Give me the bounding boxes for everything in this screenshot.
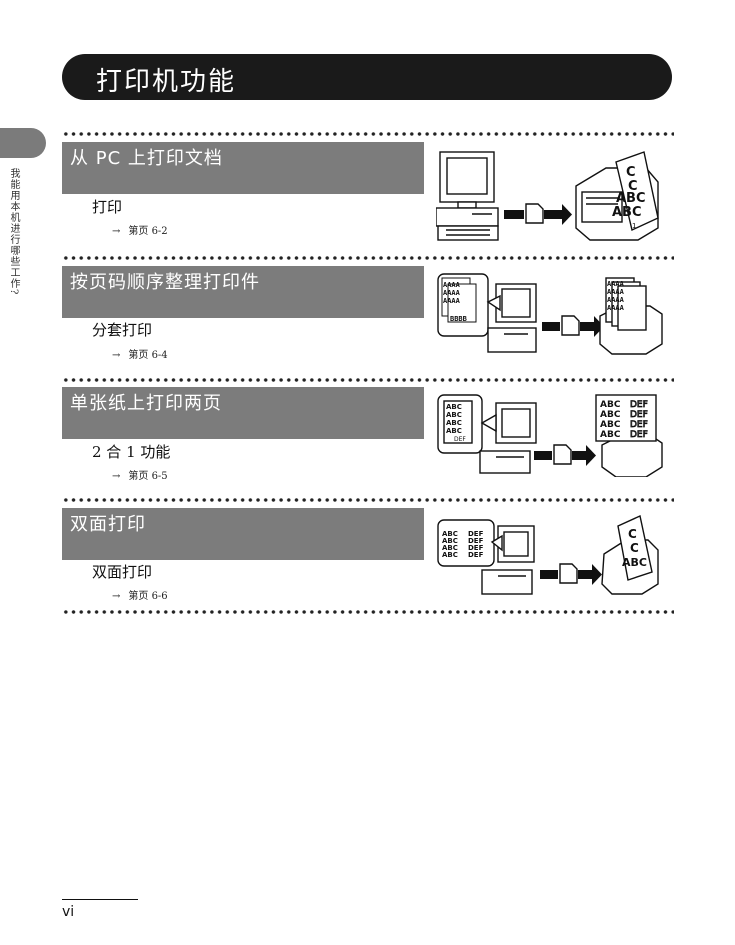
feature-item: 分套打印 [92,321,153,339]
section-heading-text: 从 PC 上打印文档 [70,148,223,169]
letter-label: ABC [600,420,621,430]
two-in-one-illustration: ABC ABC ABC ABC DEF ABC ABC ABC ABC DEF … [437,394,663,477]
section-heading-4: 双面打印 [62,508,424,560]
letter-label: AAAA [607,280,625,288]
side-tab [0,128,46,158]
dotted-divider [62,498,674,502]
page-number: vi [62,904,75,920]
letter-label: C [630,541,639,555]
duplex-illustration: ABC ABC ABC ABC DEF DEF DEF DEF C C ABC [437,515,659,595]
letter-label: DEF [630,400,648,410]
page-reference: →第页 6-5 [112,471,168,482]
letter-label: C [626,165,636,180]
letter-label: ABC [442,530,458,538]
side-label: 我能用本机进行哪些工作? [8,168,19,296]
letter-label: ABC [446,427,462,435]
letter-label: ABC [600,410,621,420]
letter-label: ABC [442,544,458,552]
letter-label: DEF [468,537,484,545]
letter-label: C [628,179,638,194]
letter-label: DEF [630,420,648,430]
section-heading-2: 按页码顺序整理打印件 [62,266,424,318]
dotted-divider [62,132,674,136]
letter-label: ABC [446,403,462,411]
feature-item: 打印 [92,198,123,216]
letter-label: AAAA [443,297,461,305]
feature-item: 双面打印 [92,563,153,581]
letter-label: DEF [468,530,484,538]
letter-label: DEF [468,544,484,552]
letter-label: ABC [446,411,462,419]
page-title-bar: 打印机功能 [62,54,672,100]
letter-label: ABC [622,556,647,569]
letter-label: C [628,527,637,541]
letter-label: DEF [630,410,648,420]
letter-label: AAAA [443,281,461,289]
section-heading-3: 单张纸上打印两页 [62,387,424,439]
section-heading-text: 按页码顺序整理打印件 [70,272,260,293]
letter-label: AAAA [443,289,461,297]
section-heading-1: 从 PC 上打印文档 [62,142,424,194]
letter-label: ABC [612,205,642,220]
letter-label: ABC [446,419,462,427]
letter-label: DEF [468,551,484,559]
letter-label: BBBB [450,315,467,323]
section-heading-text: 单张纸上打印两页 [70,393,222,414]
page-title: 打印机功能 [96,67,237,97]
letter-label: ABC [616,191,646,206]
page-reference: →第页 6-6 [112,591,168,602]
letter-label: ABC [442,551,458,559]
section-heading-text: 双面打印 [70,514,146,535]
pc-print-illustration: C C ABC ABC 1 [436,151,659,241]
dotted-divider [62,256,674,260]
page-number-mark: 1 [632,222,636,230]
collate-illustration: AAAA AAAA AAAA BBBB AAAA AAAA AAAA AAAA [437,273,663,355]
letter-label: ABC [600,430,621,440]
arrow-right-icon: → [112,226,121,237]
dotted-divider [62,378,674,382]
dotted-divider [62,610,674,614]
letter-label: ABC [442,537,458,545]
arrow-right-icon: → [112,350,121,361]
letter-label: ABC [600,400,621,410]
letter-label: AAAA [607,288,625,296]
footer-rule [62,899,138,900]
feature-item: 2 合 1 功能 [92,443,171,461]
arrow-right-icon: → [112,591,121,602]
letter-label: DEF [454,436,466,443]
arrow-right-icon: → [112,471,121,482]
page-reference: →第页 6-4 [112,350,168,361]
letter-label: DEF [630,430,648,440]
letter-label: AAAA [607,304,625,312]
letter-label: AAAA [607,296,625,304]
page-reference: →第页 6-2 [112,226,168,237]
